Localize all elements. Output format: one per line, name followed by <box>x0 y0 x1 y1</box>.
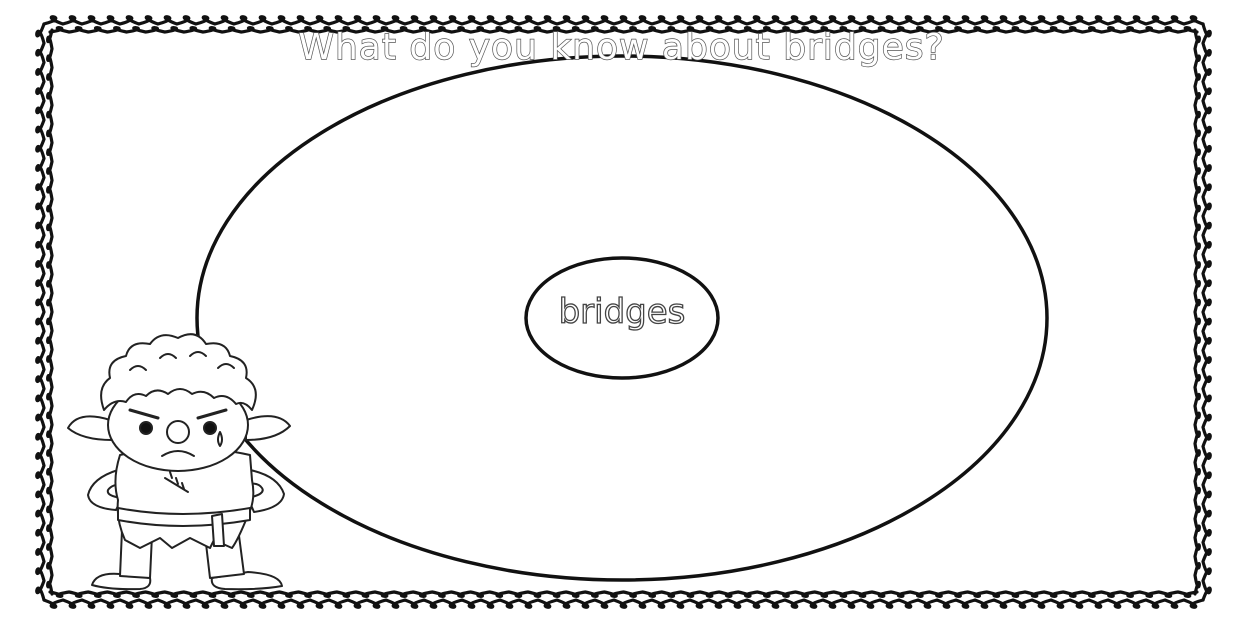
center-label: bridges <box>527 295 717 329</box>
page-title: What do you know about bridges? <box>0 30 1243 66</box>
